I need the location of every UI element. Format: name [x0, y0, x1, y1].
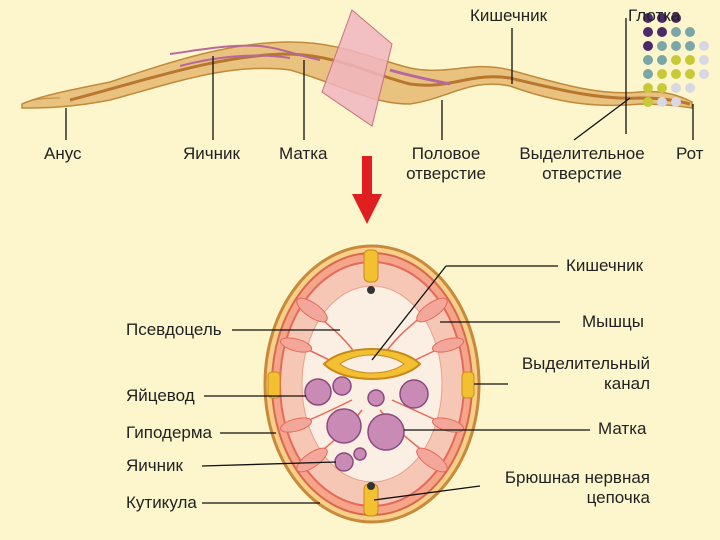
label-excretory-opening: Выделительное отверстие [512, 144, 652, 184]
label-cs-excretory-line2: канал [603, 374, 650, 393]
label-excretory-opening-line1: Выделительное [519, 144, 645, 163]
leader-excretory [573, 97, 631, 141]
label-cs-hypodermis: Гиподерма [126, 423, 213, 442]
decorative-dot-grid [643, 13, 709, 107]
dorsal-cord-nucleus [367, 286, 375, 294]
label-cs-intestine: Кишечник [566, 256, 644, 275]
ventral-cord-nucleus [367, 482, 375, 490]
worm-tail [21, 97, 61, 105]
leader-cs-intestine [371, 265, 447, 361]
leader-cs-nerve [373, 485, 481, 501]
label-cs-pseudocoel: Псевдоцель [126, 320, 222, 339]
label-cs-nerve-cord: Брюшная нервная цепочка [496, 468, 650, 508]
intestine-section [322, 348, 422, 380]
excretory-canal-left [267, 371, 281, 399]
label-anus: Анус [44, 144, 82, 163]
label-intestine: Кишечник [470, 6, 548, 25]
label-cs-oviduct: Яйцевод [126, 386, 195, 405]
top-leader-lines [65, 18, 694, 141]
uterus-section [326, 408, 362, 444]
excretory-canal-right [461, 371, 475, 399]
worm-gonad-tube [169, 44, 321, 67]
label-cs-excretory-canal: Выделительный канал [516, 354, 650, 394]
ovary-section [334, 452, 354, 472]
label-cs-nerve-line1: Брюшная нервная [504, 468, 650, 487]
leader-cs-ovary [201, 461, 337, 467]
red-arrow [352, 156, 382, 224]
label-cs-excretory-line1: Выделительный [521, 354, 650, 373]
label-cs-uterus: Матка [598, 419, 647, 438]
label-cs-cuticle: Кутикула [126, 493, 197, 512]
section-plane [321, 9, 393, 127]
worm-intestine [69, 52, 691, 106]
label-ovary: Яичник [183, 144, 240, 163]
label-cs-nerve-line2: цепочка [586, 488, 650, 507]
label-pharynx: Глотка [628, 6, 681, 25]
dorsal-nerve-cord [363, 249, 379, 283]
label-mouth: Рот [676, 144, 704, 163]
label-genital-opening-line2: отверстие [406, 164, 486, 183]
label-uterus: Матка [279, 144, 328, 163]
label-genital-opening: Половое отверстие [396, 144, 496, 184]
worm-uterus [389, 68, 451, 86]
cross-leader-lines [201, 265, 590, 504]
label-cs-muscles: Мышцы [582, 312, 644, 331]
muscle-bellies [279, 297, 465, 473]
label-excretory-opening-line2: отверстие [542, 164, 622, 183]
cross-section [263, 244, 481, 524]
label-cs-ovary: Яичник [126, 456, 183, 475]
oviduct-section [304, 378, 332, 406]
label-genital-opening-line1: Половое [411, 144, 481, 163]
